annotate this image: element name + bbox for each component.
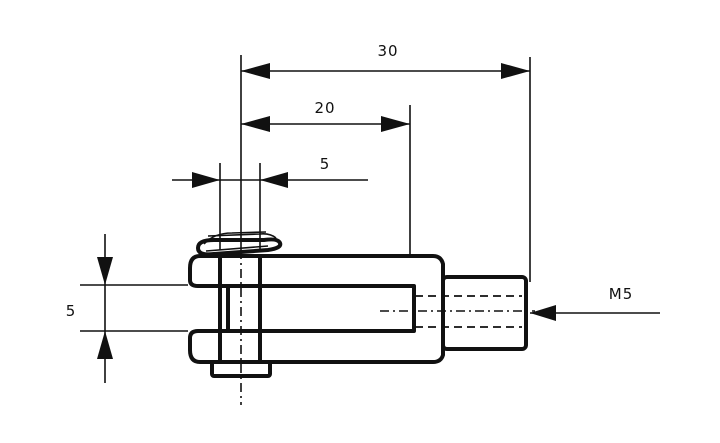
thread-label-m5: M5 (609, 285, 634, 303)
dimension-slot-width: 5 (66, 234, 113, 383)
dimension-label-20: 20 (314, 99, 335, 117)
dimension-label-30: 30 (377, 42, 398, 60)
dimension-pin-to-slot-end: 20 (241, 99, 410, 132)
clevis-body (188, 254, 535, 364)
threaded-shank (441, 275, 528, 351)
dimension-label-5-left: 5 (66, 302, 77, 320)
retaining-clip (196, 231, 283, 257)
thread-callout: M5 (530, 285, 660, 321)
fork-outline (188, 254, 445, 364)
pin-head (210, 360, 272, 378)
clip-loop (196, 237, 283, 257)
fork-slot (226, 284, 416, 333)
extension-lines (80, 55, 531, 332)
dimension-overall-length: 30 (241, 42, 530, 79)
dimension-pin-diameter: 5 (172, 155, 368, 188)
clevis-pin (210, 250, 272, 405)
dimension-label-5-top: 5 (320, 155, 331, 173)
